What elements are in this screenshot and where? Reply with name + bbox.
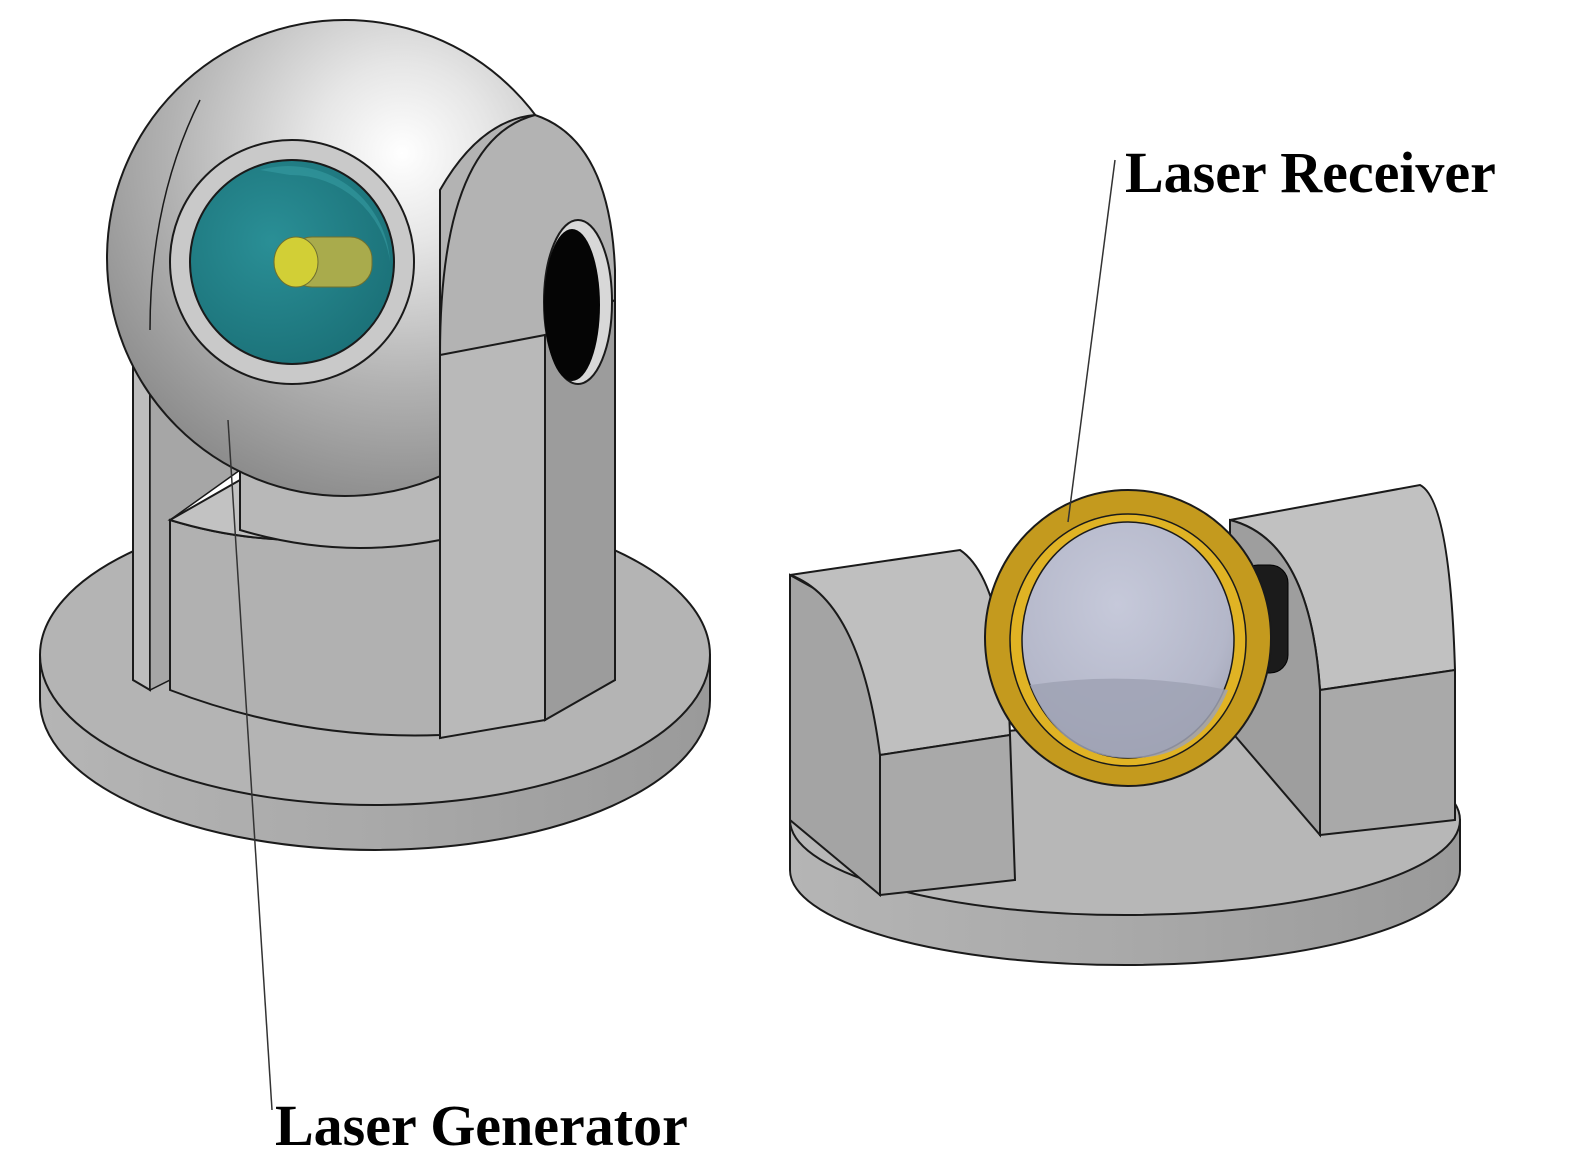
generator-side-hole xyxy=(544,229,600,381)
laser-generator-device xyxy=(39,19,711,851)
generator-leader-line xyxy=(227,419,273,1111)
laser-emitter-face xyxy=(273,236,319,288)
receiver-sphere-lower xyxy=(1030,678,1228,759)
receiver-right-block-front xyxy=(1319,668,1456,837)
receiver-left-block-front xyxy=(879,733,1017,897)
generator-collar-front xyxy=(169,518,441,737)
laser-receiver-device xyxy=(789,483,1461,966)
generator-top-arc xyxy=(439,114,536,356)
dome-seam xyxy=(149,99,201,331)
generator-right-housing-front xyxy=(439,333,546,740)
laser-receiver-label: Laser Receiver xyxy=(1125,140,1496,205)
receiver-leader-line xyxy=(1067,159,1116,523)
laser-generator-label: Laser Generator xyxy=(275,1093,688,1158)
